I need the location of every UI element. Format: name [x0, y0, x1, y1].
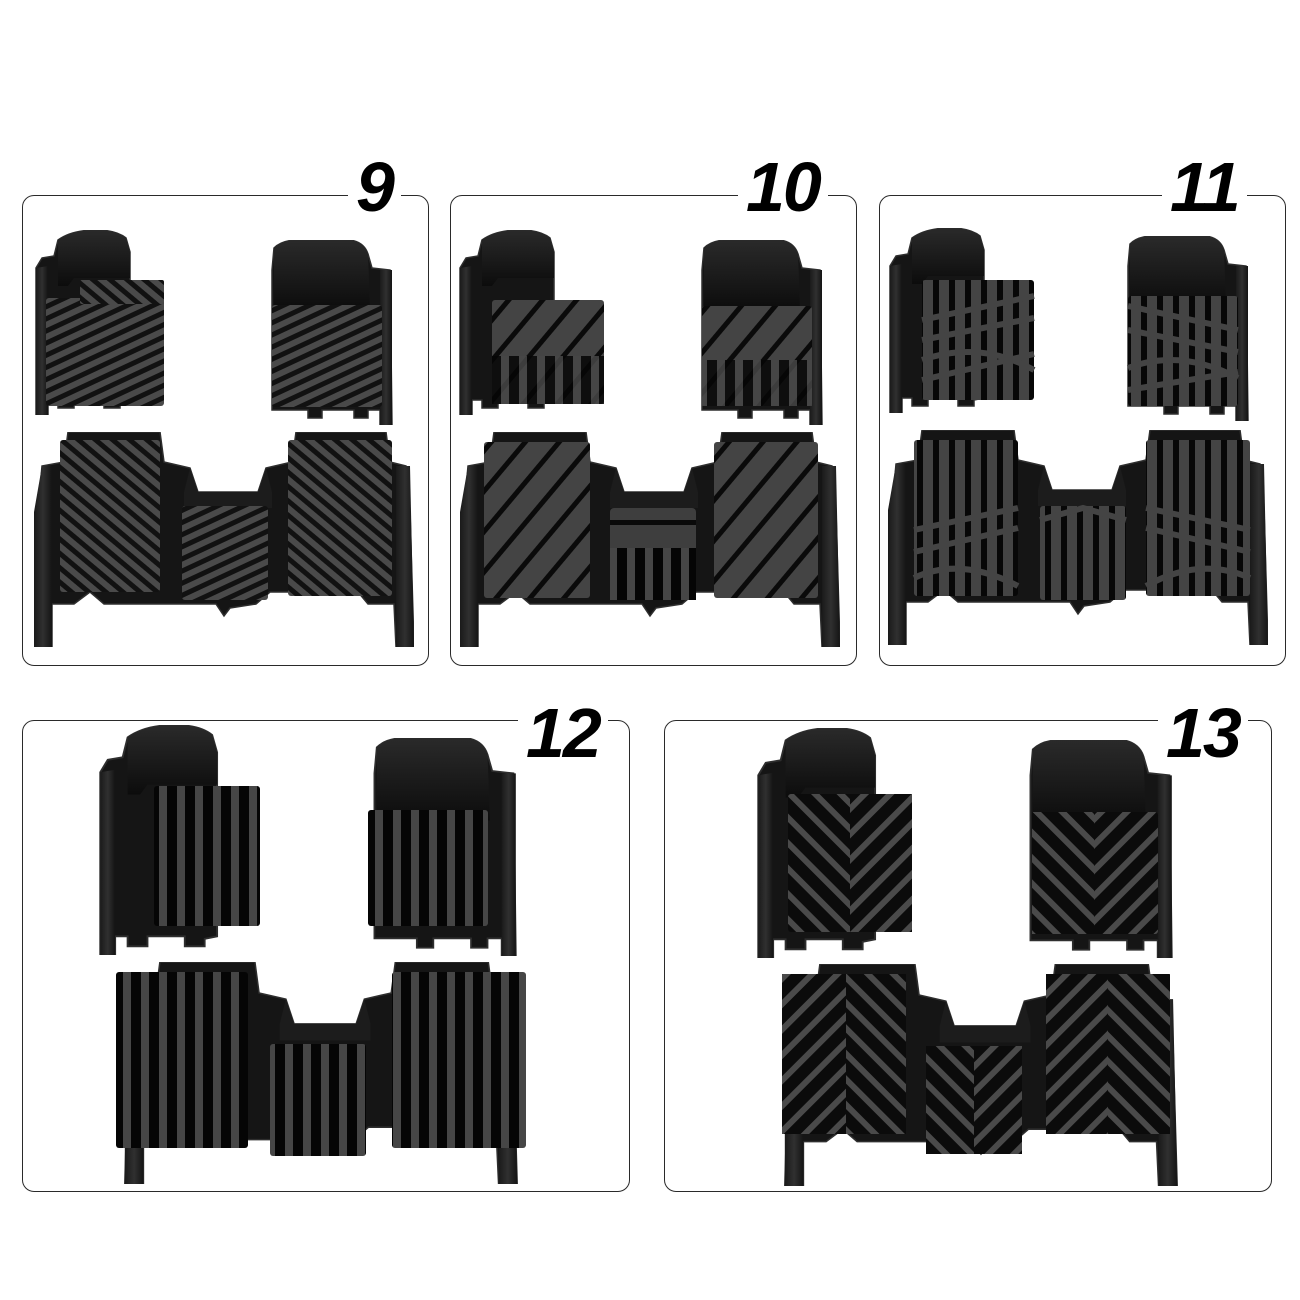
option-number-11: 11: [1162, 152, 1247, 222]
mat-set-9: [34, 230, 414, 647]
option-number-9: 9: [348, 152, 401, 222]
option-number-12: 12: [518, 698, 608, 768]
option-number-13: 13: [1158, 698, 1248, 768]
mat-set-10: [459, 230, 840, 647]
mat-set-12: [99, 725, 526, 1184]
option-number-10: 10: [738, 152, 828, 222]
mat-set-11: [888, 228, 1268, 645]
mat-set-13: [757, 728, 1179, 1186]
